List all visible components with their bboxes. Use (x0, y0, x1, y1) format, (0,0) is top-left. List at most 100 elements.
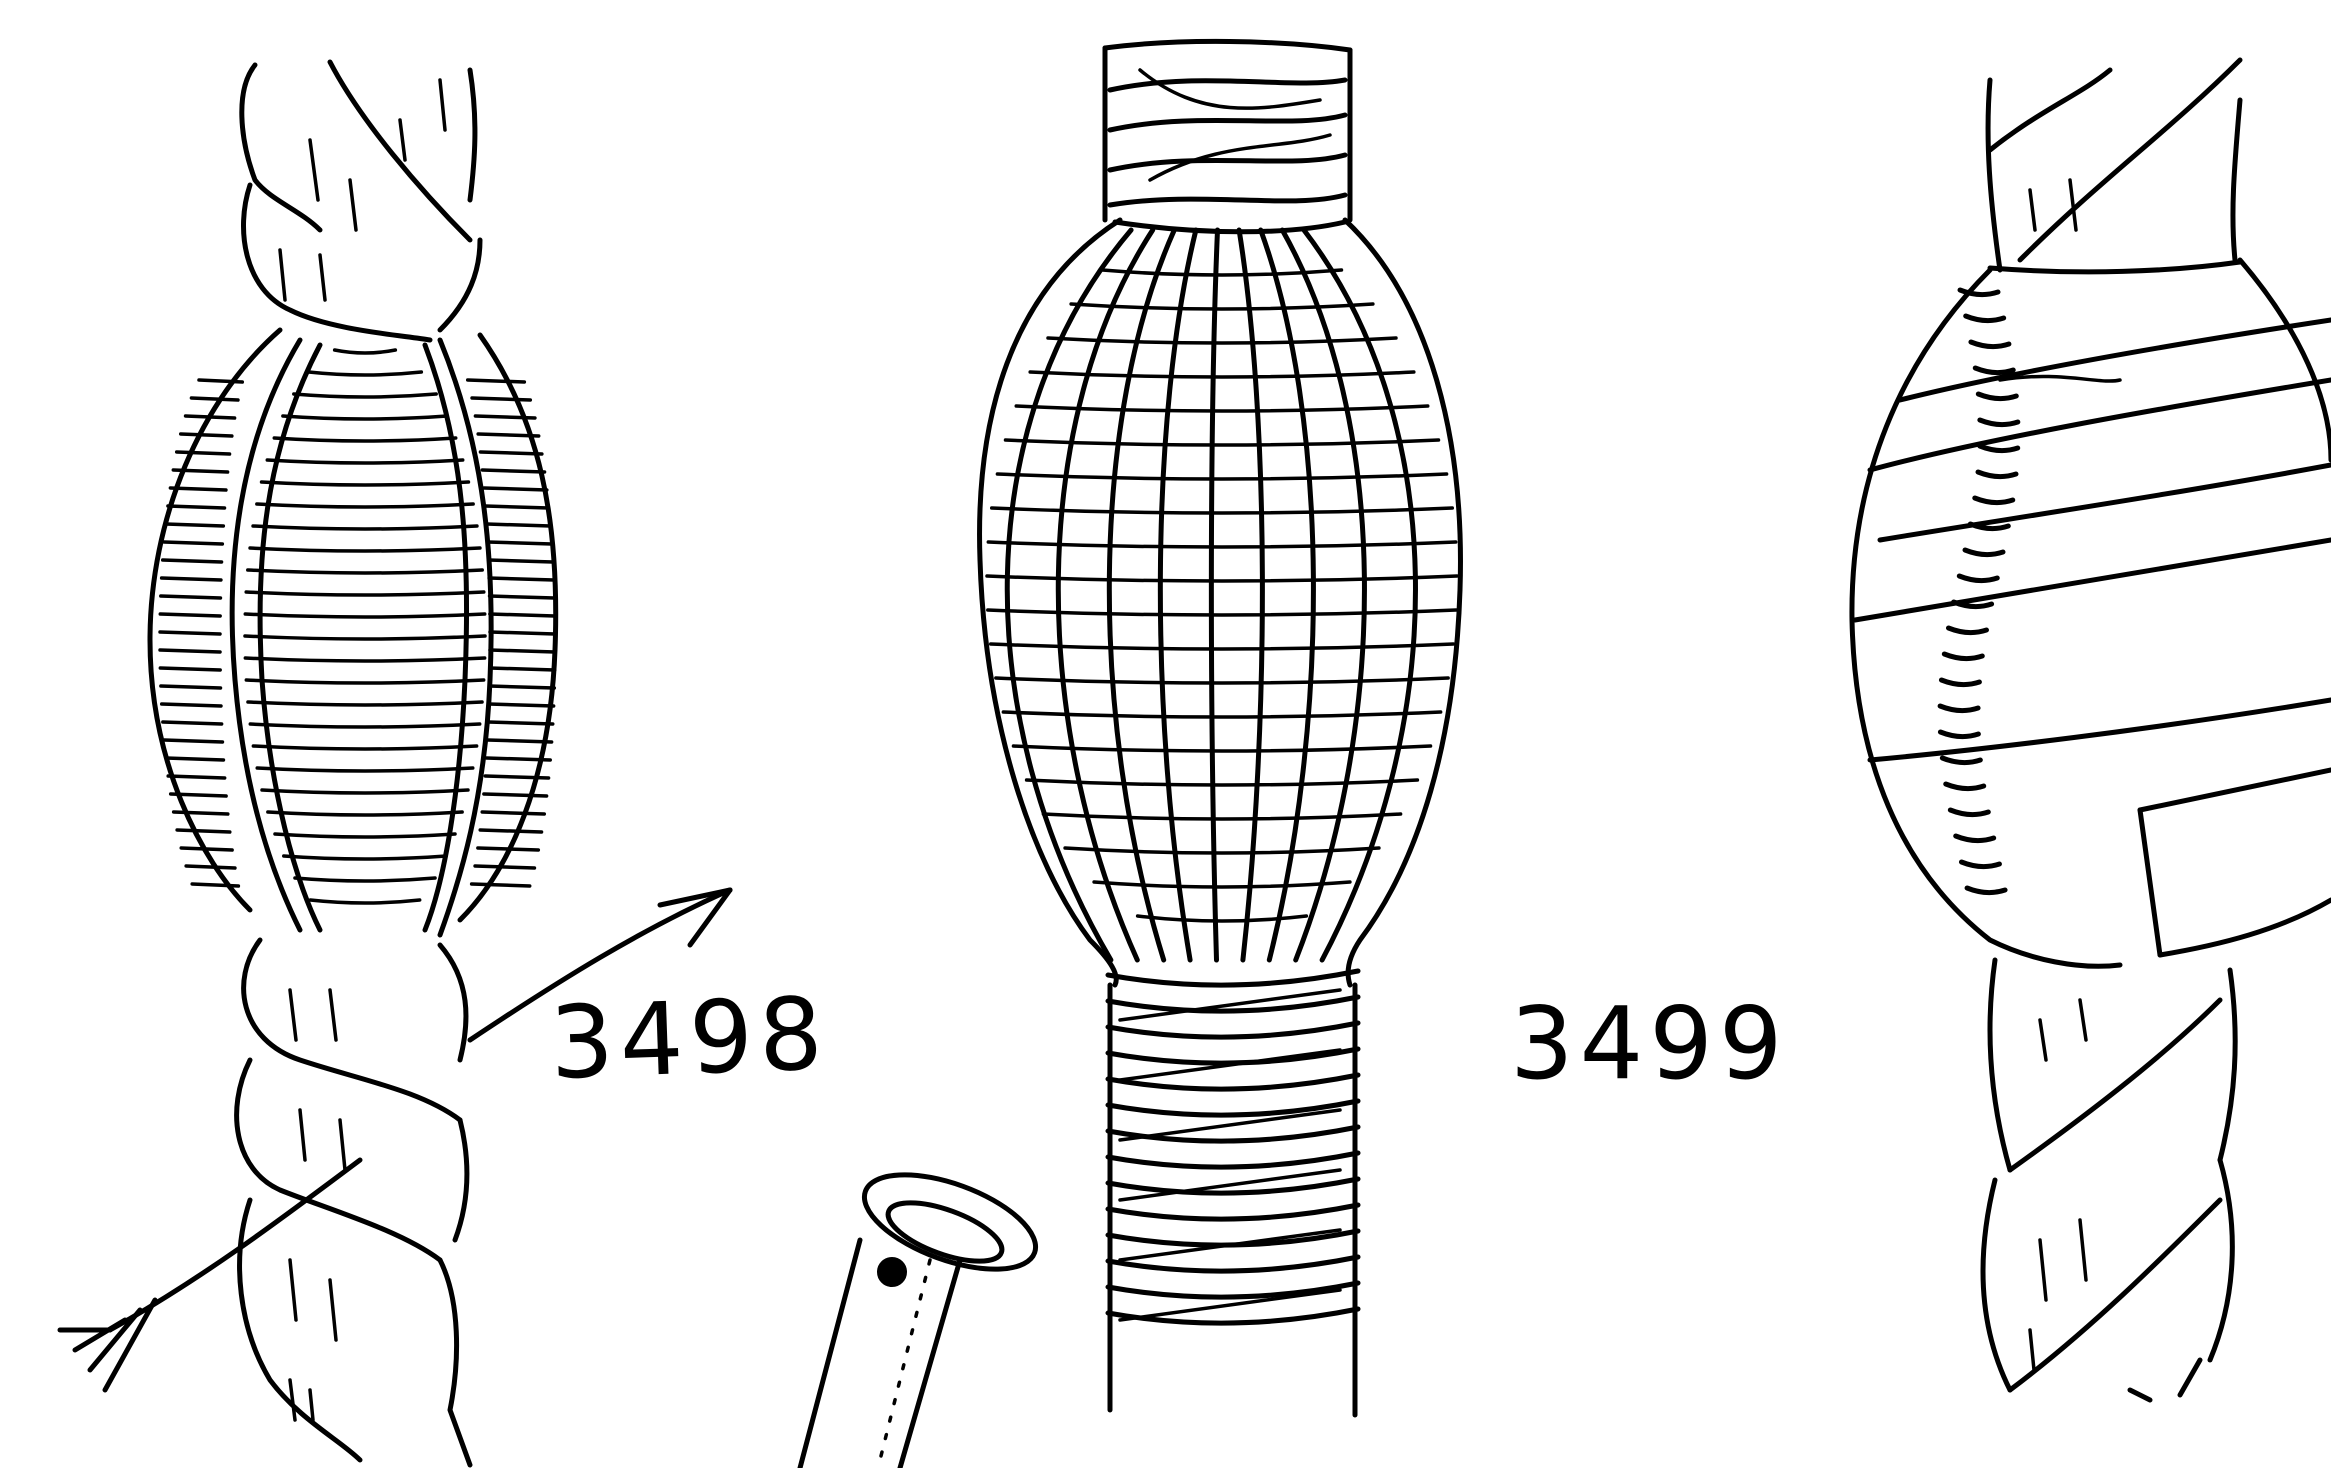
lashing-rib (475, 416, 535, 418)
serving-tick (1971, 342, 2009, 347)
serving-tick (1948, 628, 1986, 633)
lashing-rib (468, 380, 525, 382)
lashing-rib (487, 524, 551, 526)
lashing-turn (253, 746, 476, 749)
lashing-rib (480, 452, 541, 454)
net-horizontal (1027, 780, 1418, 785)
net-horizontal (1013, 746, 1430, 751)
lashing-rib (485, 506, 548, 508)
lashing-rib (490, 614, 555, 616)
lashing-rib (164, 542, 222, 544)
lashing-turn (257, 504, 473, 507)
figure-label-3498: 3498 (548, 975, 830, 1102)
net-vertical (1160, 230, 1196, 960)
lashing-rib (181, 434, 232, 436)
left-rope-lower-strands (237, 940, 470, 1465)
serving-tick (1956, 836, 1994, 841)
serving-tick (1978, 472, 2016, 477)
collar-cross (1120, 1230, 1340, 1260)
lashing-turn (245, 614, 484, 617)
serving-tick (1942, 758, 1980, 763)
lashing-turn (283, 416, 447, 419)
serving-tick (1975, 368, 2013, 373)
collar-turn (1108, 971, 1358, 985)
lashing-rib (163, 722, 222, 724)
lashing-rib (162, 578, 221, 580)
lashing-turn (246, 592, 484, 595)
lashing-rib (488, 542, 552, 544)
figure-label-3499: 3499 (1510, 985, 1789, 1102)
lashing-rib (490, 632, 555, 634)
lashing-rib (166, 524, 223, 526)
lashing-rib (164, 740, 222, 742)
lashing-rib (484, 488, 547, 490)
center-net-figure (980, 41, 1461, 1415)
lashing-rib (489, 686, 554, 688)
serving-tick (1978, 394, 2016, 399)
lashing-rib (161, 686, 221, 688)
center-bulge-outline (980, 220, 1461, 985)
net-vertical (1239, 230, 1262, 960)
serving-tick (1940, 706, 1978, 711)
collar-turn (1108, 1023, 1358, 1037)
serving-tick (1946, 784, 1984, 789)
lashing-rib (485, 776, 548, 778)
serving-tick (1944, 654, 1982, 659)
left-arrows (60, 890, 730, 1390)
lashing-rib (186, 866, 235, 868)
lashing-rib (488, 740, 552, 742)
right-rope-lower-strands (1983, 960, 2235, 1400)
lashing-rib (160, 632, 220, 634)
serving-tick (1980, 446, 2018, 451)
lashing-turn (275, 834, 455, 837)
lashing-turn (245, 658, 484, 661)
collar-turn (1108, 1257, 1358, 1271)
center-top-collar (1105, 41, 1350, 220)
serving-tick (1960, 290, 1998, 295)
lashing-rib (166, 758, 223, 760)
lashing-turn (284, 856, 446, 859)
serving-tick (1975, 498, 2013, 503)
lashing-rib (177, 452, 230, 454)
left-rope-figure (60, 62, 730, 1465)
net-horizontal (1043, 814, 1400, 819)
lashing-rib (168, 776, 224, 778)
fid-pin-figure (800, 1156, 1048, 1468)
serving-tick (1980, 420, 2018, 425)
serving-tick (1966, 316, 2004, 321)
left-rope-upper-strands (242, 62, 480, 340)
lashing-rib (160, 614, 220, 616)
lashing-rib (489, 704, 554, 706)
lashing-turn (274, 438, 455, 441)
lashing-turn (257, 768, 472, 771)
lashing-rib (487, 758, 551, 760)
lashing-rib (192, 884, 238, 886)
lashing-rib (160, 650, 220, 652)
lashing-rib (186, 416, 235, 418)
collar-turn (1108, 1127, 1358, 1141)
lashing-rib (478, 848, 538, 850)
center-bottom-collar (1108, 971, 1358, 1323)
lashing-rib (490, 596, 555, 598)
lashing-rib (478, 434, 539, 436)
lashing-turn (248, 570, 482, 573)
serving-tick (1941, 680, 1979, 685)
lashing-rib (480, 830, 541, 832)
lashing-rib (168, 506, 225, 508)
lashing-rib (199, 380, 242, 382)
collar-turn (1108, 1283, 1358, 1297)
net-horizontal (1094, 882, 1350, 887)
lashing-rib (161, 596, 221, 598)
right-rope-upper-strands (1988, 60, 2240, 270)
lashing-rib (475, 866, 534, 868)
lashing-rib (160, 668, 220, 670)
right-rope-figure (1852, 60, 2331, 1400)
lashing-rib (488, 722, 552, 724)
lashing-rib (171, 794, 226, 796)
lashing-rib (163, 560, 222, 562)
lashing-turn (335, 350, 396, 353)
lashing-rib (170, 488, 226, 490)
lashing-rib (177, 830, 230, 832)
left-lashing-ribs (160, 380, 555, 886)
